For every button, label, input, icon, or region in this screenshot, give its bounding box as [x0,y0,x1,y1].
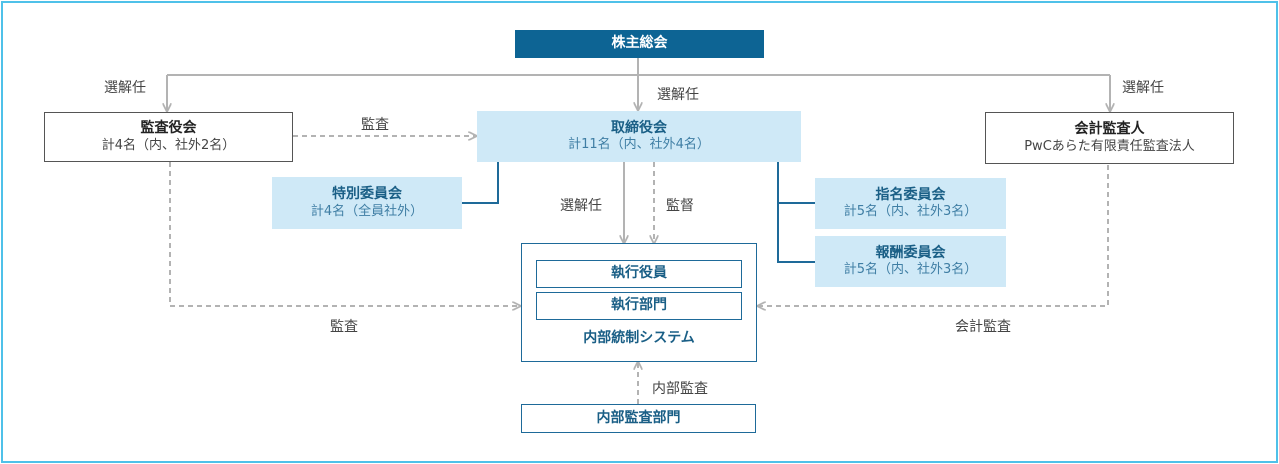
internal-audit-department-label: 内部監査部門 [596,409,681,426]
node-board-of-directors: 取締役会 計11名（内、社外4名） [477,111,801,162]
edge-label-appoint-right: 選解任 [1122,80,1164,96]
edge-label-audit-to-board: 監査 [361,117,389,133]
edge-label-appoint-left: 選解任 [104,80,146,96]
node-shareholders-meeting: 株主総会 [515,30,764,58]
special-committee-sub: 計4名（全員社外） [310,203,424,219]
edge-label-board-appoint-exec: 選解任 [560,198,602,214]
remuneration-committee-title: 報酬委員会 [875,244,946,261]
node-audit-board: 監査役会 計4名（内、社外2名） [44,112,293,162]
accounting-auditor-title: 会計監査人 [1074,121,1145,138]
edge-label-internal-audit: 内部監査 [652,381,708,397]
node-internal-control-system: 執行役員 執行部門 内部統制システム [521,243,757,362]
board-sub: 計11名（内、社外4名） [568,137,710,153]
edge-label-audit-to-control: 監査 [330,319,358,335]
node-executive-departments: 執行部門 [536,292,742,320]
executive-officers-label: 執行役員 [611,265,667,282]
internal-control-label: 内部統制システム [583,330,695,346]
edge-label-accounting-audit: 会計監査 [955,319,1011,335]
node-internal-audit-department: 内部監査部門 [521,404,756,433]
audit-board-to-control-arrow [169,162,520,306]
node-remuneration-committee: 報酬委員会 計5名（内、社外3名） [815,236,1006,287]
shareholders-meeting-label: 株主総会 [611,35,668,52]
special-committee-title: 特別委員会 [332,186,402,203]
remuneration-committee-sub: 計5名（内、社外3名） [843,262,978,278]
committees-link [777,162,815,263]
board-title: 取締役会 [611,119,667,136]
audit-board-title: 監査役会 [140,120,197,137]
node-executive-officers: 執行役員 [536,260,742,288]
special-committee-link [462,162,499,204]
node-accounting-auditor: 会計監査人 PwCあらた有限責任監査法人 [985,112,1234,164]
nomination-committee-sub: 計5名（内、社外3名） [843,204,978,220]
edge-label-board-supervise: 監督 [666,198,694,214]
node-special-committee: 特別委員会 計4名（全員社外） [272,177,462,229]
accounting-auditor-sub: PwCあらた有限責任監査法人 [1024,138,1195,154]
edge-label-appoint-center: 選解任 [657,87,699,103]
node-nomination-committee: 指名委員会 計5名（内、社外3名） [815,178,1006,229]
audit-board-sub: 計4名（内、社外2名） [101,137,236,153]
accounting-audit-arrow [758,165,1109,306]
nomination-committee-title: 指名委員会 [875,186,946,203]
executive-departments-label: 執行部門 [611,297,667,314]
